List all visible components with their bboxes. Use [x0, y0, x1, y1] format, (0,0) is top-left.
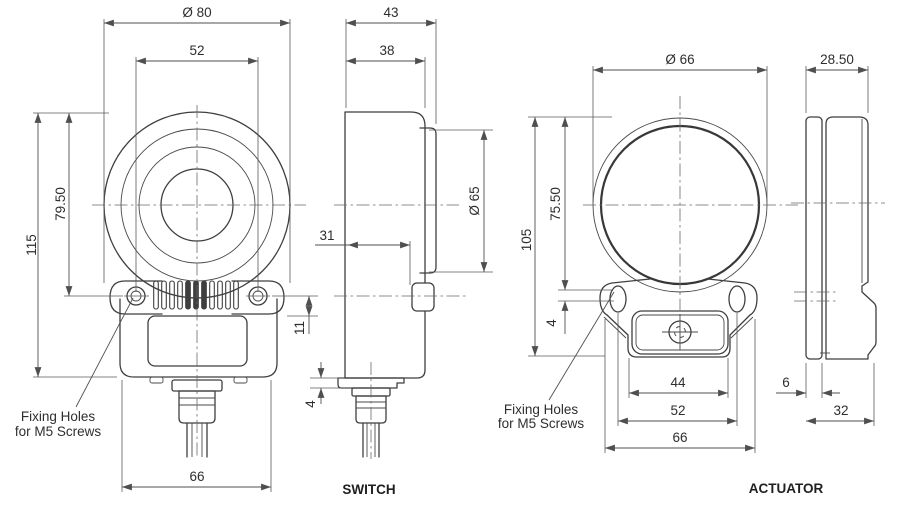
actuator-right-fixing-hole: [728, 285, 746, 313]
switch-side-view: [334, 111, 469, 459]
dim-switch-height-to-holes-label: 79.50: [53, 187, 68, 221]
dim-switch-depth-total-label: 43: [383, 5, 398, 20]
actuator-base-inner-edge-left: [603, 316, 627, 339]
switch-right-ear: [231, 280, 285, 315]
switch-lens-profile: [419, 127, 437, 274]
vent-slots: [153, 280, 239, 310]
dim-switch-depth-body-label: 38: [379, 43, 394, 58]
dim-actuator-hole-spacing-label: 52: [670, 403, 685, 418]
switch-label-plate: [147, 315, 248, 367]
dim-actuator-diameter-label: Ø 66: [665, 52, 694, 67]
switch-cam-block: [411, 282, 435, 312]
dim-actuator-slot-width-label: 44: [670, 375, 686, 390]
dim-actuator-height-label: 105: [519, 229, 534, 252]
dim-switch-cam-offset-label: 31: [319, 228, 334, 243]
dim-actuator-height-to-holes-label: 75.50: [548, 187, 563, 221]
dim-switch-height-label: 115: [24, 234, 39, 256]
dim-switch-base-width-label: 66: [189, 469, 204, 484]
switch-side-body: [344, 111, 426, 379]
dim-switch-flange-label: 4: [303, 400, 318, 408]
dim-switch-hole-drop-label: 11: [292, 321, 307, 335]
actuator-front-view: [583, 96, 798, 358]
dim-actuator-hole-drop-label: 4: [544, 319, 559, 327]
dim-actuator-base-width-label: 66: [672, 430, 687, 445]
switch-lower-housing: [119, 298, 278, 378]
dim-switch-lens-dia-label: Ø 65: [467, 186, 482, 215]
actuator-front-dimensions: Ø 66 105 75.50 4 44 52 66 Fixing Holes f…: [498, 52, 768, 453]
dim-switch-hole-spacing-label: 52: [189, 43, 204, 58]
dim-actuator-depth-total-label: 32: [833, 403, 848, 418]
actuator-fixing-note-line2: for M5 Screws: [498, 416, 585, 431]
switch-foot-left: [149, 376, 164, 384]
switch-fixing-note-line2: for M5 Screws: [15, 424, 102, 439]
switch-caption: SWITCH: [342, 482, 395, 497]
actuator-target-symbol: [662, 314, 698, 350]
actuator-side-view: [791, 116, 885, 360]
switch-front-view: [92, 105, 306, 458]
actuator-caption: ACTUATOR: [749, 481, 824, 496]
actuator-note-leader: [548, 291, 615, 401]
actuator-side-dimensions: 28.50 6 32: [776, 52, 875, 426]
switch-fixing-note-line1: Fixing Holes: [21, 409, 96, 424]
actuator-base-outline: [599, 278, 758, 358]
actuator-base-inner-edge-right: [730, 316, 754, 339]
switch-foot-right: [233, 376, 248, 384]
dim-switch-diameter-label: Ø 80: [182, 5, 211, 20]
actuator-fixing-note-line1: Fixing Holes: [504, 402, 579, 417]
switch-front-dimensions: Ø 80 52 115 79.50 11 66 Fixing Holes for…: [15, 5, 318, 492]
dim-actuator-plate-thickness-label: 6: [782, 375, 790, 390]
switch-note-leader: [75, 297, 134, 408]
actuator-left-fixing-hole: [609, 285, 627, 313]
actuator-mount-plate-profile: [805, 116, 823, 360]
actuator-body-profile: [825, 116, 877, 360]
dim-actuator-depth-body-label: 28.50: [820, 52, 854, 67]
switch-side-dimensions: 43 38 Ø 65 31 4: [303, 5, 493, 408]
